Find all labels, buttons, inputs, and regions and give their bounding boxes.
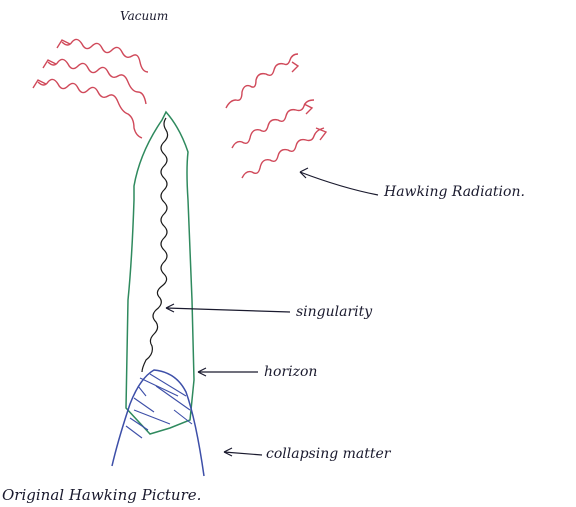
radiation-wave [62, 39, 148, 72]
radiation-arrowhead [304, 104, 312, 114]
radiation-label: Hawking Radiation. [383, 184, 525, 200]
singularity-label: singularity [296, 304, 373, 320]
radiation-arrowhead [292, 62, 298, 72]
horizon-outline [126, 112, 194, 434]
radiation-waves-right [226, 54, 326, 178]
radiation-wave [48, 59, 146, 104]
vacuum-label: Vacuum [120, 9, 168, 23]
radiation-pointer-arrow [300, 172, 378, 195]
caption: Original Hawking Picture. [2, 486, 201, 504]
radiation-wave [242, 128, 324, 178]
radiation-arrowhead [316, 128, 326, 140]
matter-label: collapsing matter [266, 446, 392, 462]
matter-hatching [126, 374, 192, 438]
radiation-wave [226, 54, 298, 108]
radiation-wave [232, 100, 314, 148]
singularity-pointer-arrow [166, 308, 290, 312]
horizon-label: horizon [264, 364, 317, 380]
radiation-wave [38, 79, 142, 138]
singularity-line [142, 118, 168, 372]
radiation-waves-left [33, 39, 148, 138]
